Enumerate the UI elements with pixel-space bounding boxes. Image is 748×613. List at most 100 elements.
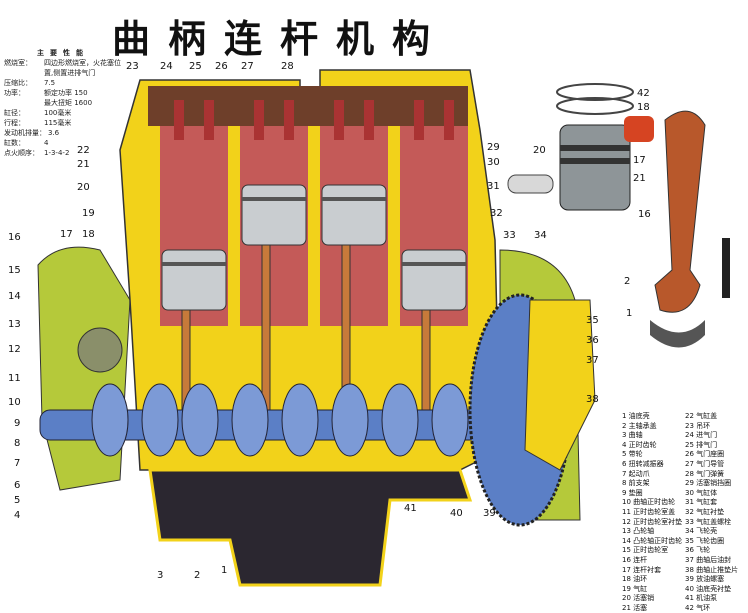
oil-pan [148,468,473,587]
callout-number: 14 [8,291,21,302]
spec-row: 最大扭矩 1600 [4,98,122,108]
callout-number: 26 [215,61,228,72]
legend-entry: 36 飞轮 [685,546,711,555]
legend-entry: 24 进气门 [685,431,718,440]
callout-number: 6 [14,480,21,491]
legend-entry: 22 气缸盖 [685,412,718,420]
legend-entry: 27 气门导管 [685,459,725,468]
legend-entry: 26 气门座圈 [685,450,725,459]
spec-value: 100毫米 [44,109,72,117]
callout-number: 28 [281,61,294,72]
flywheel-cover [524,299,596,471]
legend-entry: 38 曲轴止推垫片 [685,565,739,574]
spec-row: 点火顺序： 1-3-4-2 [4,148,122,158]
spec-key: 行程： [4,119,25,127]
callout-number: 20 [77,182,90,193]
callout-number: 3 [157,570,164,581]
crank-web [91,383,129,457]
legend-entry: 37 曲轴后油封 [685,555,732,564]
spec-value: 额定功率 150 [44,89,88,97]
callout-number: 32 [490,208,503,219]
callout-number: 19 [82,208,95,219]
legend-entry: 5 带轮 [622,450,643,459]
callout-number: 38 [586,394,599,405]
callout-number: 16 [638,209,651,220]
rod-cap-bolt [722,238,730,298]
legend-entry: 29 活塞销挡圈 [685,479,732,488]
callout-number: 2 [194,570,201,581]
callout-number: 1 [626,308,633,319]
callout-number: 25 [189,61,202,72]
legend-entry: 28 气门弹簧 [685,469,725,478]
callout-number: 27 [241,61,254,72]
crank-web [181,383,219,457]
valve-spring [414,100,424,140]
piston [401,249,467,311]
valve-spring [364,100,374,140]
valve-spring [334,100,344,140]
callout-number: 4 [14,510,21,521]
callout-number: 17 [633,155,646,166]
connecting-rod-exploded [654,110,706,313]
piston-ring-groove [162,262,226,266]
crank-web [231,383,269,457]
callout-number: 1 [221,565,228,576]
spec-key: 点火顺序： [4,149,39,157]
spec-row: 行程：115毫米 [4,118,122,128]
legend-entry: 19 气缸 [622,584,648,593]
callout-number: 11 [8,373,21,384]
spec-key: 发动机排量： [4,129,46,137]
legend-entry: 34 飞轮壳 [685,527,718,536]
callout-number: 20 [533,145,546,156]
callout-number: 8 [14,438,21,449]
callout-number: 17 [60,229,73,240]
valve-spring [444,100,454,140]
legend-entry: 3 曲轴 [622,431,643,440]
legend-entry: 30 气缸体 [685,488,718,497]
callout-number: 2 [624,276,631,287]
spec-value: 置,侧置进排气门 [44,69,96,77]
spec-key: 缸径： [4,109,25,117]
legend-entry: 4 正时齿轮 [622,440,657,449]
legend-entry: 18 油环 [622,575,648,584]
callout-number: 34 [534,230,547,241]
legend-entry: 13 凸轮轴 [622,527,655,536]
specs-heading: 主要性能 [37,49,89,57]
callout-number: 13 [8,319,21,330]
piston-exploded [559,124,631,211]
valve-spring [204,100,214,140]
legend-entry: 9 垫圈 [622,488,643,497]
spec-value: 四边形燃烧室，火花塞位 [44,59,121,67]
spec-row: 置,侧置进排气门 [4,68,122,78]
legend-entry: 14 凸轮轴正时齿轮 [622,536,683,545]
callout-number: 16 [8,232,21,243]
callout-number: 18 [82,229,95,240]
spec-key: 压缩比： [4,79,32,87]
legend-entry: 7 起动爪 [622,469,650,478]
legend-entry: 12 正时齿轮室衬垫 [622,517,683,526]
spec-row: 发动机排量：3.6 [4,128,122,138]
spec-value: 3.6 [48,129,60,137]
legend-entry: 31 气缸套 [685,498,718,507]
piston-pin [507,174,554,194]
legend-entry: 6 扭转减振器 [622,459,664,468]
diagram-title: 曲柄连杆机构 [112,16,449,61]
callout-number: 18 [637,102,650,113]
callout-number: 33 [503,230,516,241]
spec-value: 1-3-4-2 [44,149,70,157]
spec-row: 缸径： 100毫米 [4,108,122,118]
crank-web [381,383,419,457]
callout-number: 41 [404,503,417,514]
piston-ring-groove [242,197,306,201]
callout-number: 7 [14,458,21,469]
callout-number: 10 [8,397,21,408]
callout-number: 5 [14,495,21,506]
crank-web [281,383,319,457]
legend-entry: 21 活塞 [622,603,648,612]
piston [241,184,307,246]
callout-number: 35 [586,315,599,326]
legend-entry: 40 油底壳衬垫 [685,584,732,593]
spec-row: 缸数：4 [4,138,122,148]
piston [161,249,227,311]
